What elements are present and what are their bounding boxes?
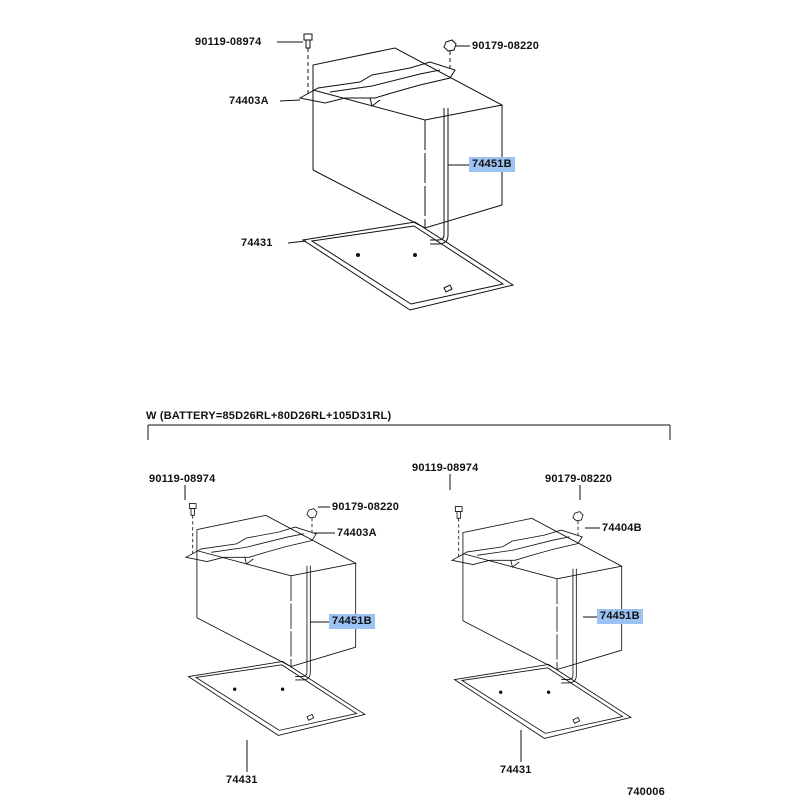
part-label-nut: 90179-08220 — [332, 501, 400, 513]
part-label-bolt: 90119-08974 — [149, 473, 216, 485]
part-label-nut: 90179-08220 — [545, 473, 613, 485]
part-label-bolt: 90119-08974 — [195, 36, 262, 48]
part-label-nut: 90179-08220 — [472, 40, 540, 52]
part-link-rod[interactable]: 74451B — [469, 157, 515, 172]
part-label-clamp: 74403A — [229, 95, 269, 107]
part-link-rod[interactable]: 74451B — [597, 609, 643, 624]
part-label-clamp: 74403A — [337, 527, 377, 539]
part-label-tray: 74431 — [226, 774, 258, 786]
part-label-tray: 74431 — [500, 764, 532, 776]
part-link-rod[interactable]: 74451B — [329, 614, 375, 629]
figure-number: 740006 — [627, 786, 665, 798]
battery-assembly-top — [299, 33, 514, 311]
leader-lines — [147, 41, 671, 772]
variant-header: W (BATTERY=85D26RL+80D26RL+105D31RL) — [146, 410, 392, 422]
part-label-tray: 74431 — [241, 237, 273, 249]
part-label-clamp: 74404B — [602, 522, 642, 534]
part-label-bolt: 90119-08974 — [412, 462, 479, 474]
